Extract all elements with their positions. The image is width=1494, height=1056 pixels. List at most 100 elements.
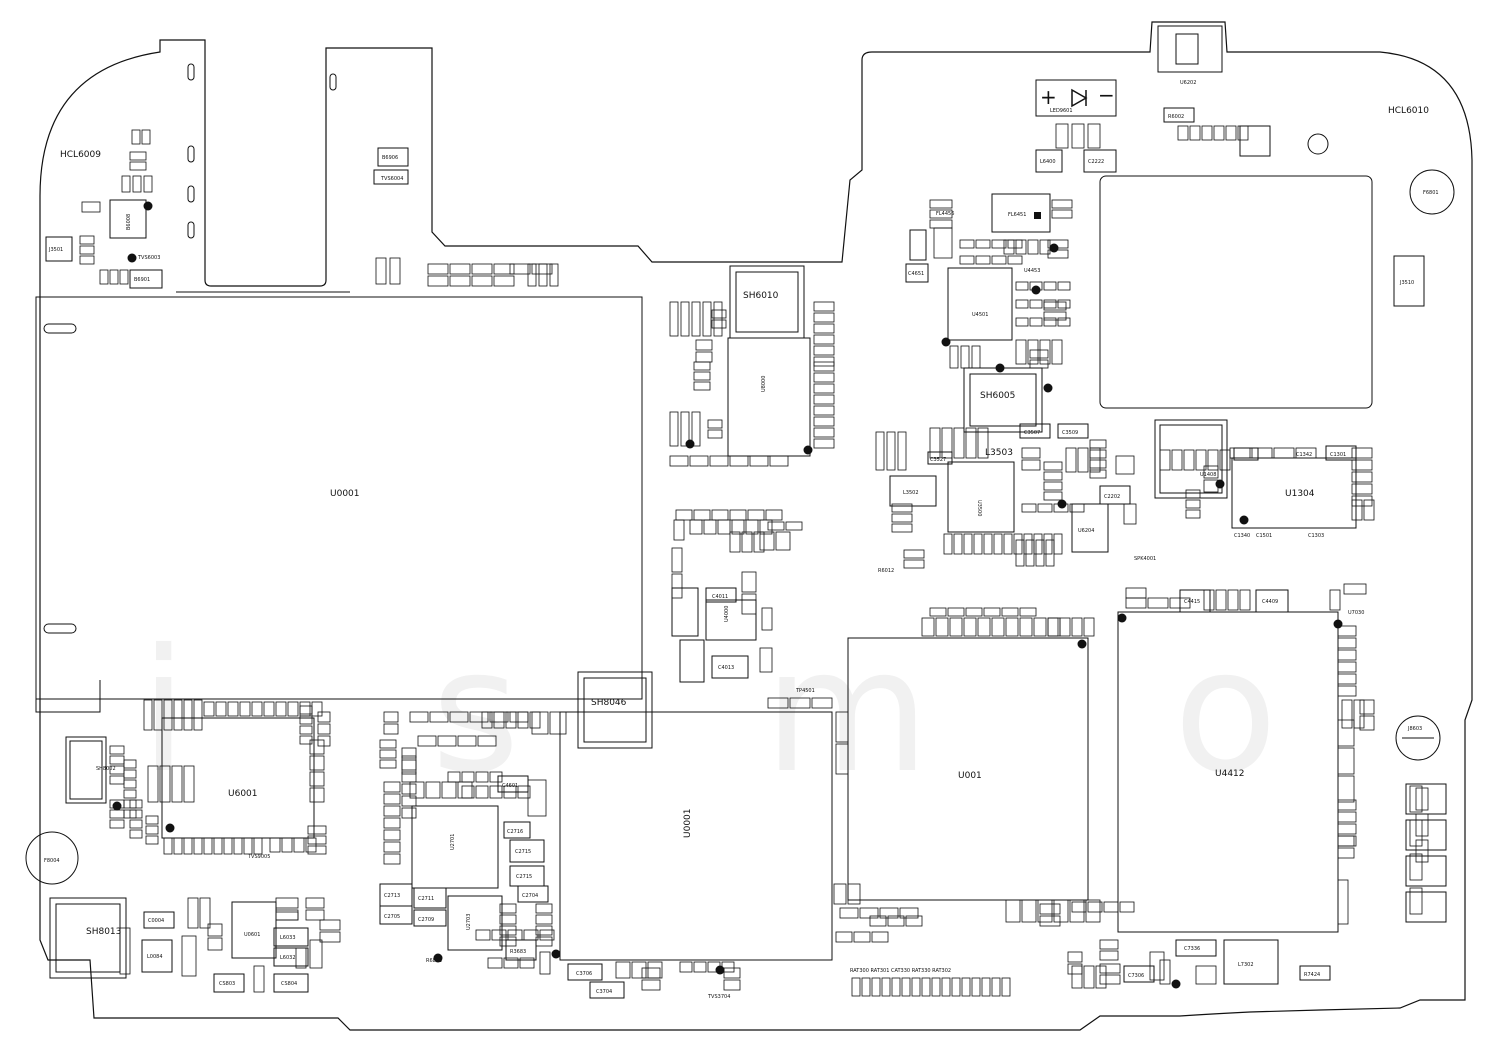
passive-footprint xyxy=(717,519,731,535)
passive-footprint xyxy=(1053,899,1069,923)
passive-footprint xyxy=(1033,617,1047,637)
passive-footprint xyxy=(1043,491,1063,501)
passive-footprint xyxy=(535,903,553,914)
passive-footprint xyxy=(971,345,981,369)
label-u1304: U1304 xyxy=(1285,489,1315,499)
passive-footprint xyxy=(813,361,835,372)
passive-footprint xyxy=(1001,607,1019,617)
passive-footprint xyxy=(1021,899,1037,923)
passive-footprint xyxy=(1171,449,1183,471)
passive-footprint xyxy=(449,263,471,275)
label-l3503: L3503 xyxy=(985,448,1013,458)
passive-footprint xyxy=(833,883,847,905)
passive-footprint xyxy=(213,837,223,855)
passive-footprint xyxy=(741,531,753,553)
passive-footprint xyxy=(1053,533,1063,555)
passive-footprint xyxy=(429,711,449,723)
passive-footprint xyxy=(1021,503,1037,513)
passive-footprint xyxy=(1337,775,1355,803)
passive-footprint xyxy=(517,711,529,729)
passive-footprint xyxy=(207,923,223,937)
svg-text:C1340: C1340 xyxy=(1234,533,1250,539)
passive-footprint xyxy=(911,977,921,997)
passive-footprint xyxy=(475,771,489,783)
passive-footprint xyxy=(383,781,401,793)
passive-footprint xyxy=(993,533,1003,555)
passive-footprint xyxy=(379,749,397,759)
passive-footprint xyxy=(1363,499,1375,521)
passive-footprint xyxy=(215,701,227,717)
passive-footprint xyxy=(891,513,913,523)
passive-footprint xyxy=(1089,439,1107,449)
passive-footprint xyxy=(707,419,723,429)
passive-footprint xyxy=(887,915,905,927)
passive-footprint xyxy=(1337,835,1355,847)
passive-footprint xyxy=(187,897,199,929)
passive-footprint xyxy=(499,925,517,936)
svg-text:R6815: R6815 xyxy=(426,958,442,964)
passive-footprint xyxy=(1215,589,1227,611)
passive-footprint xyxy=(1005,899,1021,923)
passive-footprint xyxy=(1043,299,1057,309)
passive-footprint xyxy=(1015,239,1027,255)
passive-footprint xyxy=(953,533,963,555)
pin1-dot xyxy=(715,965,725,975)
passive-footprint xyxy=(847,883,861,905)
passive-footprint xyxy=(383,841,401,853)
passive-footprint xyxy=(835,931,853,943)
svg-text:L0084: L0084 xyxy=(147,954,163,960)
passive-footprint xyxy=(693,381,711,391)
passive-footprint xyxy=(203,701,215,717)
board-outline xyxy=(39,21,1473,1031)
passive-footprint xyxy=(1035,539,1045,567)
passive-footprint xyxy=(813,438,835,449)
svg-text:R3683: R3683 xyxy=(510,949,526,955)
passive-footprint xyxy=(123,779,137,789)
svg-text:C2709: C2709 xyxy=(418,917,434,923)
pin1-dot xyxy=(941,337,951,347)
pin1-dot xyxy=(1031,285,1041,295)
passive-footprint xyxy=(503,957,519,969)
passive-footprint xyxy=(141,129,151,145)
passive-footprint xyxy=(1043,481,1063,491)
svg-text:U0001: U0001 xyxy=(683,809,693,839)
pin1-dot xyxy=(1057,499,1067,509)
passive-footprint xyxy=(383,711,399,723)
passive-footprint xyxy=(475,929,491,941)
passive-footprint xyxy=(723,967,741,979)
passive-footprint xyxy=(680,411,690,447)
passive-footprint xyxy=(813,383,835,394)
passive-footprint xyxy=(1087,901,1103,913)
passive-footprint xyxy=(1099,939,1119,950)
passive-footprint xyxy=(1201,125,1213,141)
passive-footprint xyxy=(835,743,849,775)
passive-footprint xyxy=(535,936,553,947)
svg-text:C2715: C2715 xyxy=(516,874,532,880)
svg-text:U8000: U8000 xyxy=(761,376,767,392)
passive-footprint xyxy=(163,699,173,731)
svg-text:C2222: C2222 xyxy=(1088,159,1104,165)
passive-footprint xyxy=(891,523,913,533)
passive-footprint xyxy=(897,431,907,471)
passive-footprint xyxy=(1203,589,1215,611)
passive-footprint xyxy=(401,807,417,819)
passive-footprint xyxy=(499,903,517,914)
passive-footprint xyxy=(702,301,712,337)
passive-footprint xyxy=(813,356,835,367)
svg-text:U3500: U3500 xyxy=(976,500,982,516)
passive-footprint xyxy=(631,961,647,979)
svg-text:C2716: C2716 xyxy=(507,829,523,835)
passive-footprint xyxy=(1185,509,1201,519)
pin1-dot xyxy=(803,445,813,455)
passive-footprint xyxy=(759,531,775,551)
passive-footprint xyxy=(535,914,553,925)
pin1-dot xyxy=(1333,619,1343,629)
passive-footprint xyxy=(1337,823,1357,835)
passive-footprint xyxy=(79,245,95,255)
svg-text:C7336: C7336 xyxy=(1184,946,1200,952)
passive-footprint xyxy=(931,977,941,997)
passive-footprint xyxy=(1037,503,1053,513)
passive-footprint xyxy=(1005,617,1019,637)
passive-footprint xyxy=(991,255,1007,265)
